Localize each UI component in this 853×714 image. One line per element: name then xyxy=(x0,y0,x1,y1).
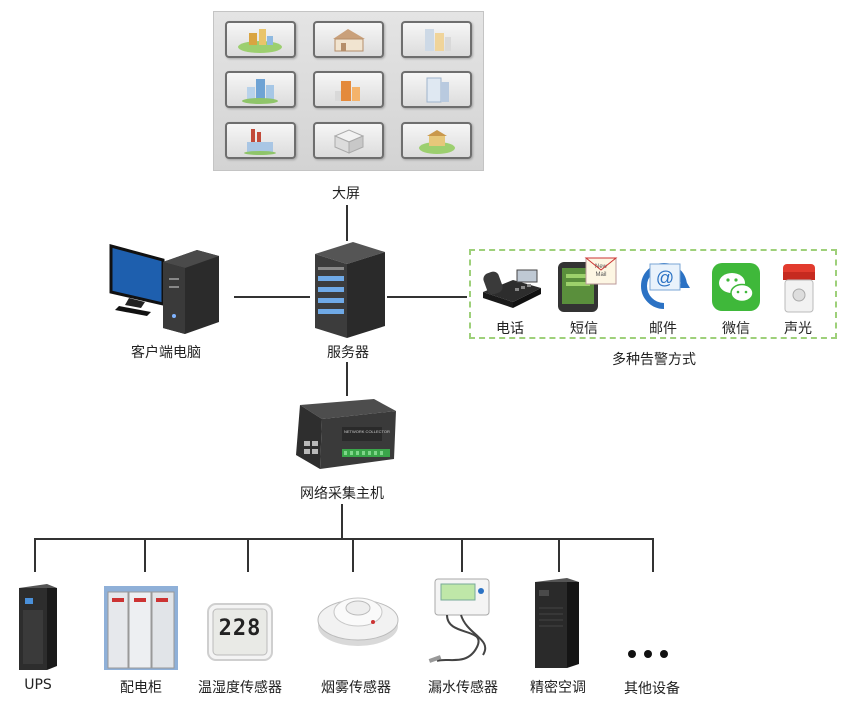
water-leak-sensor-icon xyxy=(427,577,497,665)
alert-label-phone: 电话 xyxy=(496,321,524,337)
screen-tile xyxy=(225,122,296,159)
temp-humidity-sensor-icon xyxy=(207,603,273,661)
drop-smoke-sensor xyxy=(352,538,354,572)
drop-ups xyxy=(34,538,36,572)
svg-text:NETWORK COLLECTOR: NETWORK COLLECTOR xyxy=(344,429,390,434)
alert-label-email: 邮件 xyxy=(649,321,677,337)
server-label: 服务器 xyxy=(327,345,369,361)
screen-tile xyxy=(401,21,472,58)
alert-label-light: 声光 xyxy=(784,321,812,337)
line-client-server xyxy=(234,296,310,298)
client-pc-icon xyxy=(105,242,225,337)
smoke-sensor-icon xyxy=(316,588,400,648)
line-server-collector xyxy=(346,362,348,396)
svg-text:Mail: Mail xyxy=(595,272,606,278)
email-icon: @ xyxy=(636,258,692,314)
device-label-water: 漏水传感器 xyxy=(428,680,498,696)
collector-label: 网络采集主机 xyxy=(300,486,384,502)
server-icon xyxy=(309,240,389,340)
alarm-light-icon xyxy=(779,262,819,314)
drop-water-sensor xyxy=(461,538,463,572)
alert-label-sms: 短信 xyxy=(570,321,598,337)
device-bus-line xyxy=(34,538,654,540)
svg-text:New: New xyxy=(595,264,608,270)
screen-tile xyxy=(313,21,384,58)
drop-temp-sensor xyxy=(247,538,249,572)
alert-methods-box xyxy=(469,249,837,339)
screen-tile xyxy=(401,71,472,108)
device-label-temp: 温湿度传感器 xyxy=(198,680,282,696)
precision-ac-icon xyxy=(533,578,581,668)
screen-tile xyxy=(313,71,384,108)
big-screen xyxy=(213,11,484,171)
distribution-cabinet-icon xyxy=(104,586,178,670)
device-label-other: 其他设备 xyxy=(624,681,680,697)
drop-other xyxy=(652,538,654,572)
wechat-icon xyxy=(712,263,760,311)
telephone-icon xyxy=(479,262,545,312)
svg-text:@: @ xyxy=(656,268,674,288)
device-label-ups: UPS xyxy=(24,677,52,693)
device-label-smoke: 烟雾传感器 xyxy=(321,680,391,696)
device-label-ac: 精密空调 xyxy=(530,680,586,696)
screen-tile xyxy=(401,122,472,159)
big-screen-label: 大屏 xyxy=(332,186,360,202)
drop-ac xyxy=(558,538,560,572)
client-pc-label: 客户端电脑 xyxy=(131,345,201,361)
alert-label-wechat: 微信 xyxy=(722,321,750,337)
screen-tile xyxy=(225,71,296,108)
ups-icon xyxy=(17,584,59,670)
temp-display-value: 228 xyxy=(218,616,262,641)
screen-tile xyxy=(225,21,296,58)
ellipsis-icon xyxy=(628,643,688,658)
line-collector-bus xyxy=(341,504,343,538)
line-server-alerts xyxy=(387,296,467,298)
screen-tile xyxy=(313,122,384,159)
alert-group-label: 多种告警方式 xyxy=(612,352,696,368)
sms-phone-icon: New Mail xyxy=(556,256,620,314)
drop-cabinet xyxy=(144,538,146,572)
network-collector-icon: NETWORK COLLECTOR xyxy=(284,397,399,477)
line-screen-server xyxy=(346,205,348,241)
device-label-cabinet: 配电柜 xyxy=(120,680,162,696)
